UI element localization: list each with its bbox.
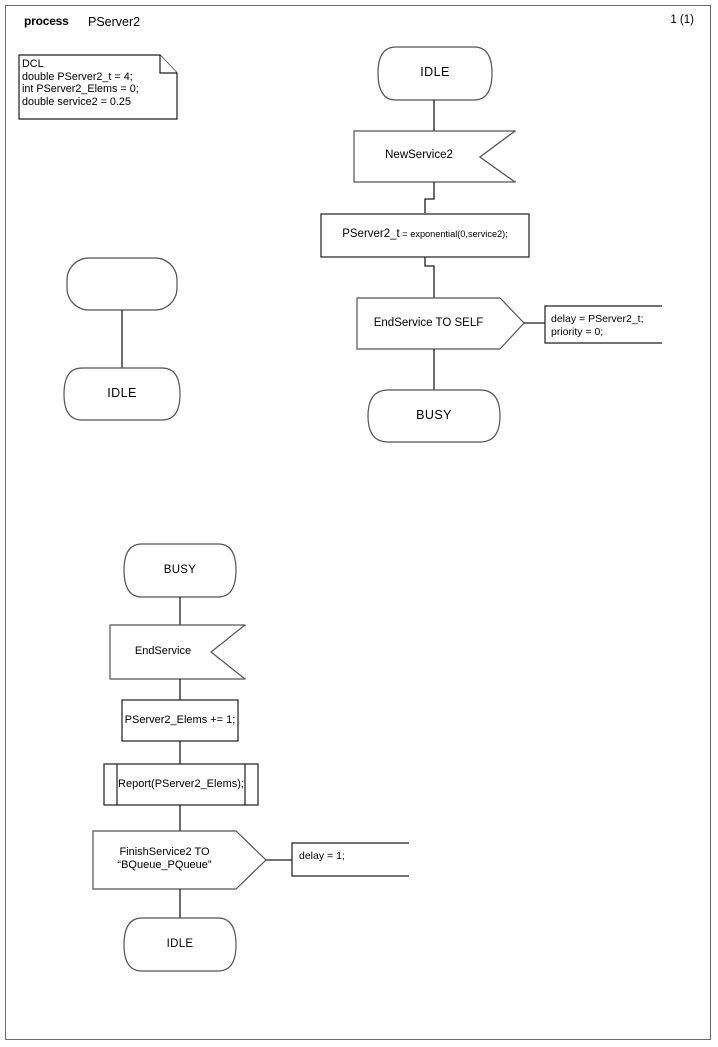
state-busy-top-shape xyxy=(367,389,501,443)
process-name: PServer2 xyxy=(88,15,141,29)
input-endservice-notch-line xyxy=(210,624,246,680)
comment-delay-priority-shape xyxy=(544,305,662,344)
task-pserver2t-shape xyxy=(320,213,530,258)
input-newservice2-notch-line xyxy=(478,130,516,183)
output-finishservice2-shape xyxy=(92,830,267,890)
dcl-note-text: DCL double PServer2_t = 4; int PServer2_… xyxy=(22,58,139,108)
connector-newservice2-to-task xyxy=(424,182,435,213)
start-symbol-shape xyxy=(66,257,178,311)
output-endservice-self-shape xyxy=(356,297,525,350)
procedure-report-shape xyxy=(103,763,259,806)
comment-delay-priority-text: delay = PServer2_t; priority = 0; xyxy=(551,313,644,338)
page-border xyxy=(5,5,711,1040)
comment-delay-1-shape xyxy=(291,842,409,877)
page-number: 1 (1) xyxy=(670,14,694,26)
state-idle-left-shape xyxy=(63,367,181,421)
connector-task-to-endservice-self xyxy=(424,257,435,298)
comment-delay-1-text: delay = 1; xyxy=(299,850,345,862)
task-increment-elems-shape xyxy=(121,699,239,742)
dcl-note-shape xyxy=(18,54,178,120)
process-keyword: process xyxy=(24,14,69,28)
state-idle-top-shape xyxy=(377,46,493,101)
state-idle-bottom-shape xyxy=(123,917,237,972)
dcl-note-fold xyxy=(159,55,177,74)
state-busy-bottom-shape xyxy=(123,543,237,598)
